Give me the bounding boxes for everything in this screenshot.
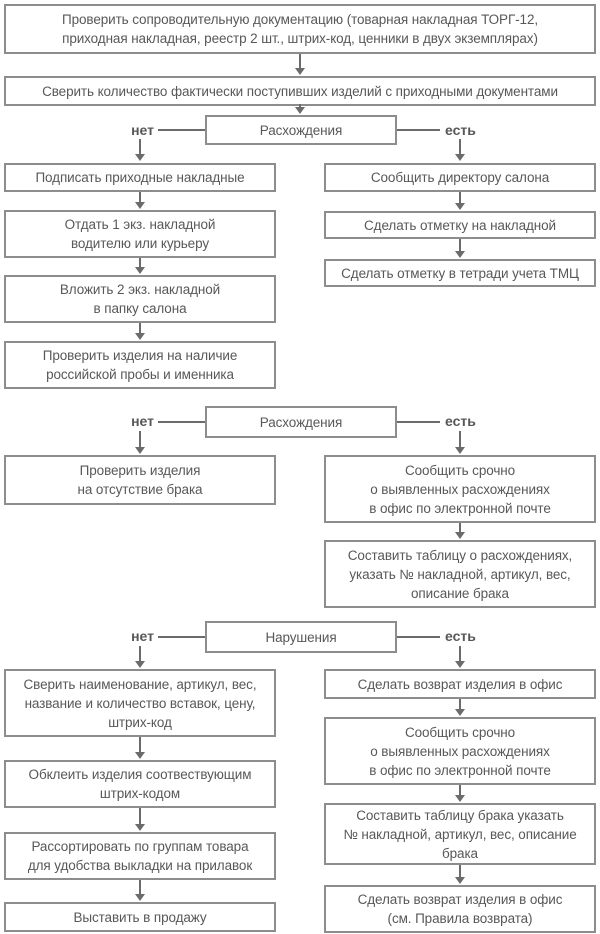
arrow-down-icon [134, 646, 146, 668]
step-box-notify-salon-director: Сообщить директору салона [324, 163, 596, 192]
arrow-down-icon [134, 737, 146, 759]
decision-box-discrepancies-1: Расхождения [205, 115, 397, 145]
branch-label-no-3: нет [131, 628, 154, 644]
step-box-sign-invoices: Подписать приходные накладные [4, 163, 276, 192]
branch-label-no-2: нет [131, 413, 154, 429]
decision-box-violations: Нарушения [205, 621, 397, 653]
step-box-check-documents: Проверить сопроводительную документацию … [4, 4, 596, 54]
step-box-check-hallmark: Проверить изделия на наличие российской … [4, 341, 276, 389]
arrow-down-icon [134, 258, 146, 274]
arrow-down-icon [134, 431, 146, 454]
step-box-give-copy-to-driver: Отдать 1 экз. накладной водителю или кур… [4, 210, 276, 258]
connector-line [158, 421, 205, 423]
branch-label-no-1: нет [131, 122, 154, 138]
arrow-down-icon [134, 139, 146, 161]
branch-label-yes-2: есть [445, 413, 476, 429]
step-box-put-on-sale: Выставить в продажу [4, 902, 276, 932]
arrow-down-icon [294, 104, 306, 114]
arrow-down-icon [134, 192, 146, 209]
arrow-down-icon [454, 699, 466, 716]
arrow-down-icon [454, 139, 466, 161]
step-box-verify-quantity: Сверить количество фактически поступивши… [4, 76, 596, 106]
step-box-report-discrepancies-email: Сообщить срочно о выявленных расхождения… [324, 455, 596, 523]
decision-box-discrepancies-2: Расхождения [205, 406, 397, 438]
connector-line [397, 129, 440, 131]
arrow-down-icon [134, 880, 146, 901]
arrow-down-icon [454, 192, 466, 210]
connector-line [397, 636, 440, 638]
step-box-return-per-rules: Сделать возврат изделия в офис (см. Прав… [324, 885, 596, 933]
arrow-down-icon [454, 865, 466, 884]
arrow-down-icon [454, 523, 466, 539]
arrow-down-icon [134, 323, 146, 340]
arrow-down-icon [454, 646, 466, 668]
step-box-make-defect-table: Составить таблицу брака указать № наклад… [324, 803, 596, 865]
connector-line [397, 421, 440, 423]
connector-line [158, 636, 205, 638]
step-box-return-item-to-office: Сделать возврат изделия в офис [324, 669, 596, 699]
step-box-report-violations-email: Сообщить срочно о выявленных расхождения… [324, 717, 596, 785]
arrow-down-icon [134, 808, 146, 831]
step-box-sort-by-groups: Рассортировать по группам товара для удо… [4, 832, 276, 880]
step-box-file-copy-in-folder: Вложить 2 экз. накладной в папку салона [4, 275, 276, 323]
arrow-down-icon [454, 239, 466, 258]
step-box-check-for-defects: Проверить изделия на отсутствие брака [4, 455, 276, 505]
branch-label-yes-1: есть [445, 122, 476, 138]
arrow-down-icon [454, 785, 466, 802]
connector-line [158, 129, 205, 131]
step-box-apply-barcode: Обклеить изделия соотвествующим штрих-ко… [4, 760, 276, 808]
branch-label-yes-3: есть [445, 628, 476, 644]
step-box-mark-tmc-notebook: Сделать отметку в тетради учета ТМЦ [324, 259, 596, 287]
step-box-make-discrepancy-table: Составить таблицу о расхождениях, указат… [324, 540, 596, 608]
step-box-mark-invoice: Сделать отметку на накладной [324, 211, 596, 239]
arrow-down-icon [454, 431, 466, 454]
step-box-verify-item-attributes: Сверить наименование, артикул, вес, назв… [4, 669, 276, 737]
arrow-down-icon [294, 54, 306, 75]
